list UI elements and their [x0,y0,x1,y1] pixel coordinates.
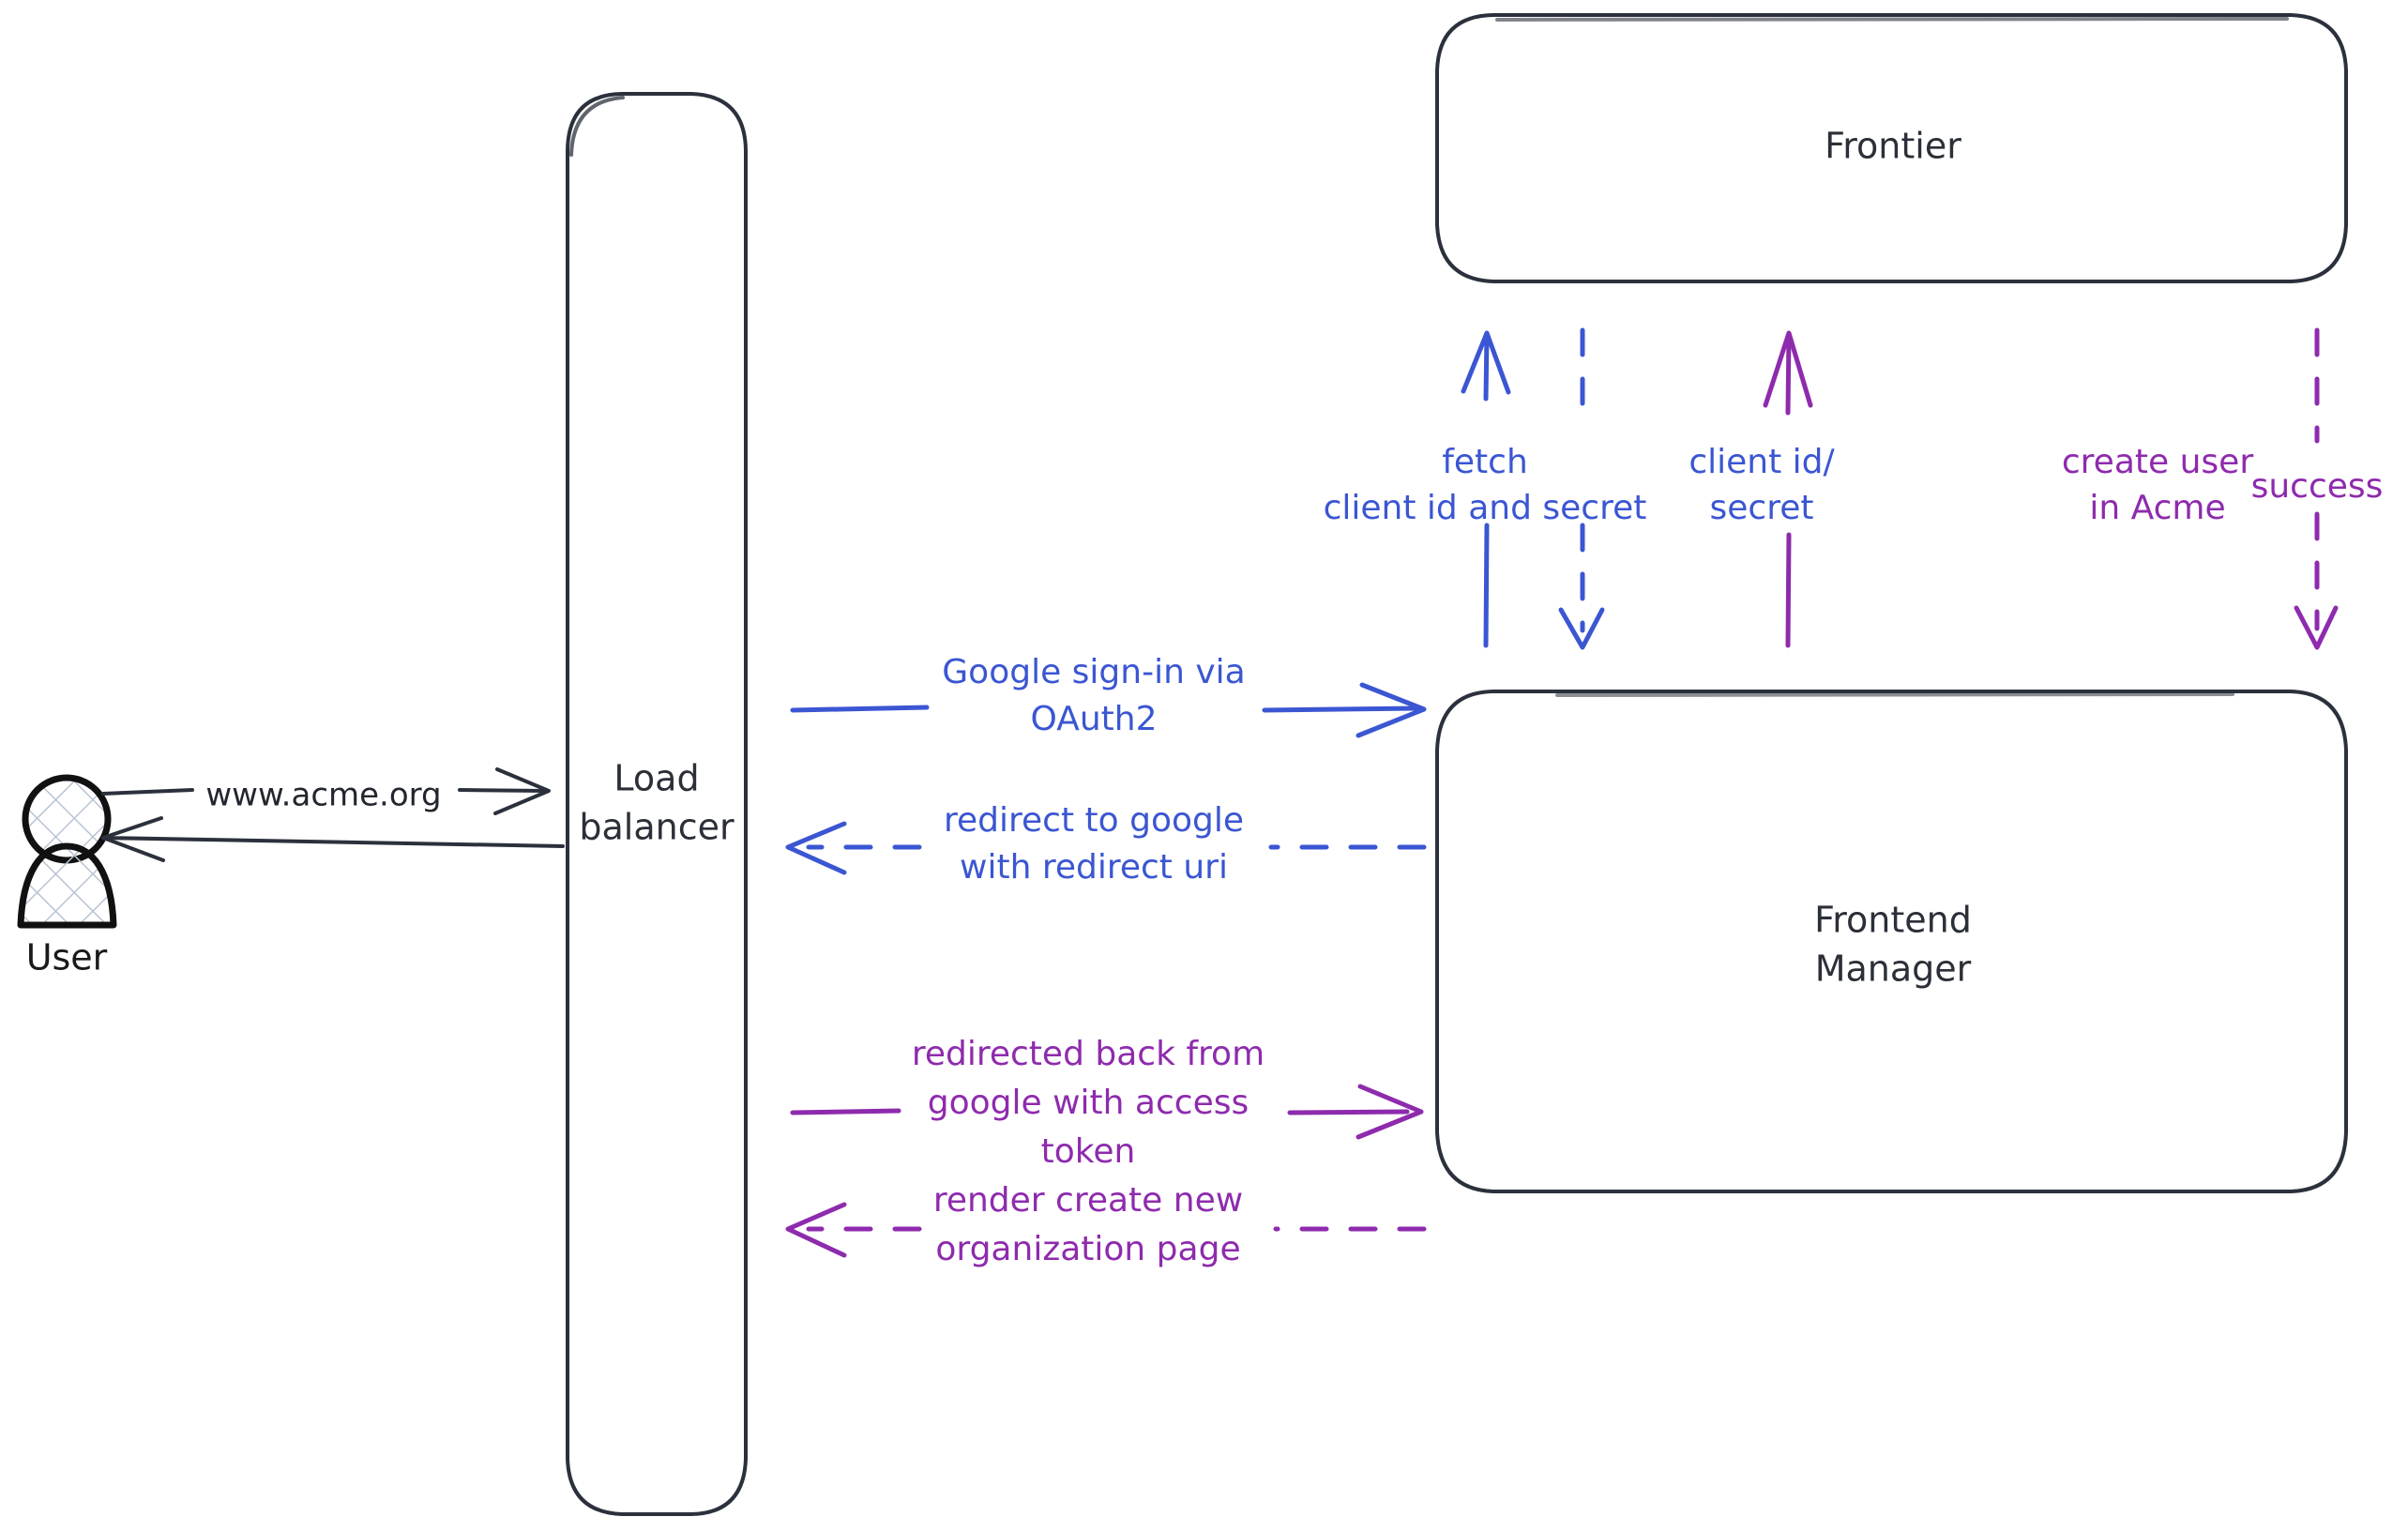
edge-create-user-line-lower [1785,532,1792,648]
edge-lb-to-fm-signin [790,682,1427,738]
edge-create-user-arrowhead [1763,330,1813,408]
edge-creds-label-line2: secret [1710,489,1814,527]
edge-fm-to-lb-redirect [785,821,1427,875]
load-balancer-label-line1: Load [613,758,699,799]
edge-fetch-line-lower [1483,523,1490,648]
load-balancer-sketch-accent [569,96,625,157]
edge-token-arrowhead [1355,1084,1424,1140]
node-frontend-manager[interactable] [1435,690,2348,1193]
edge-token-label-line1: redirected back from [912,1035,1265,1073]
edge-create-user-line-upper [1785,332,1792,416]
load-balancer-label-line2: balancer [579,807,735,848]
edge-fetch-line-upper [1483,332,1490,402]
edge-fetch-arrowhead [1461,330,1511,395]
frontier-outline [1435,13,2348,283]
edge-token-line-left [790,1108,901,1115]
edge-creds-arrowhead [1558,607,1605,650]
edge-render-label-line2: organization page [935,1230,1240,1268]
edge-user-to-lb-label: www.acme.org [205,777,441,814]
frontend-manager-label-line1: Frontend [1814,900,1972,941]
edge-creds-label-line1: client id/ [1689,443,1835,481]
edge-signin-label-line2: OAuth2 [1031,700,1158,738]
edge-signin-line-right [1262,705,1419,713]
edge-lb-to-user-line [101,836,565,848]
edge-token-label-line2: google with access [928,1084,1249,1122]
edge-user-to-lb-line-left [101,788,194,796]
load-balancer-outline [566,92,748,1516]
frontend-manager-label-line2: Manager [1815,948,1972,990]
user-body-icon [17,842,117,929]
node-frontier[interactable] [1435,13,2348,283]
frontend-manager-outline [1435,690,2348,1193]
edge-fm-to-frontier-fetch [1461,330,1511,648]
edge-user-to-lb-arrowhead [493,767,551,815]
edge-fm-to-frontier-create-user [1763,330,1813,648]
edge-create-user-label-line1: create user [2062,443,2253,481]
frontier-sketch-accent [1495,17,2289,22]
actor-user[interactable] [17,774,117,929]
node-load-balancer[interactable] [566,92,748,1516]
edge-success-label: success [2251,467,2384,506]
edge-lb-to-fm-token [790,1084,1424,1140]
edge-token-line-right [1287,1109,1410,1115]
edge-render-arrowhead [785,1202,847,1258]
edge-redirect-label-line2: with redirect uri [960,848,1228,887]
actor-user-label: User [26,937,108,978]
edge-redirect-arrowhead [785,821,847,875]
frontier-label: Frontier [1825,126,1961,167]
edge-signin-line-left [790,705,930,713]
edge-frontier-to-fm-creds [1558,327,1605,650]
edge-user-to-lb-line-right [458,788,548,793]
edge-redirect-label-line1: redirect to google [944,801,1244,840]
edge-render-label-line1: render create new [933,1181,1243,1220]
edge-fetch-label-line1: fetch [1442,443,1528,481]
edge-fetch-label-line2: client id and secret [1324,489,1647,527]
edge-frontier-to-fm-success [2294,327,2339,650]
edge-signin-arrowhead [1355,682,1427,738]
frontend-manager-sketch-accent [1555,692,2234,697]
edge-token-label-line3: token [1041,1132,1136,1171]
edge-success-arrowhead [2294,605,2339,650]
edge-fm-to-lb-render [785,1202,1427,1258]
edge-signin-label-line1: Google sign-in via [942,653,1245,691]
edge-lb-to-user-arrowhead [101,816,165,862]
edge-user-to-lb [101,767,551,815]
edge-lb-to-user [101,816,565,862]
edge-create-user-label-line2: in Acme [2089,489,2225,527]
